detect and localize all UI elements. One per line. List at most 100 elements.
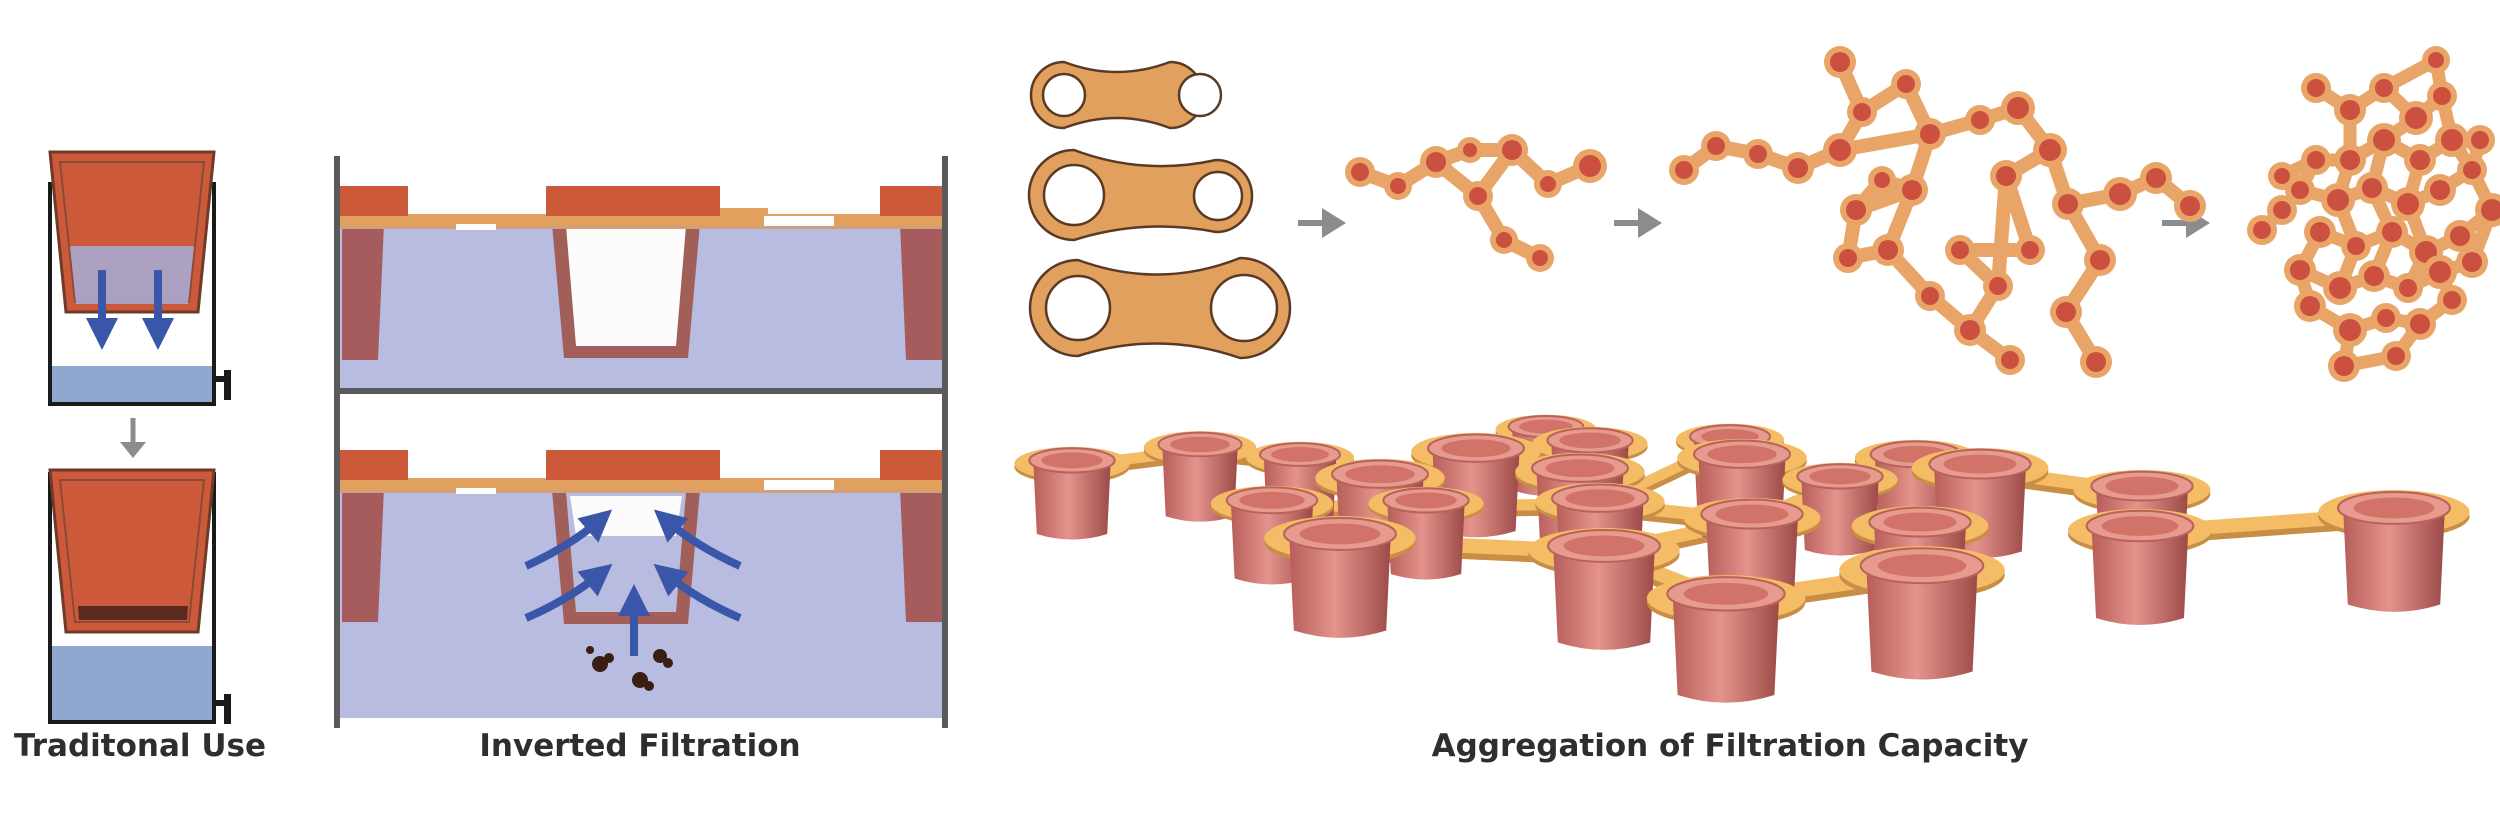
filter-cup-field xyxy=(1014,414,2470,703)
network-node xyxy=(1954,314,1986,346)
water-inside-pot xyxy=(70,246,194,304)
network-node xyxy=(2084,244,2116,276)
network-node xyxy=(1573,149,1607,183)
network-node xyxy=(1496,134,1528,166)
collected-water xyxy=(50,646,214,722)
network-node xyxy=(1891,69,1921,99)
network-node xyxy=(2367,123,2401,157)
network-dense xyxy=(2247,46,2500,382)
network-node xyxy=(1914,118,1946,150)
network-node xyxy=(1701,131,1731,161)
traditional-use-panel xyxy=(48,150,231,724)
network-node xyxy=(2369,73,2399,103)
network-node xyxy=(2399,101,2433,135)
network-node xyxy=(1743,139,1773,169)
network-node xyxy=(2341,231,2371,261)
network-node xyxy=(1669,155,1699,185)
network-node xyxy=(2103,177,2137,211)
traditional-container-bottom xyxy=(48,468,231,724)
network-node xyxy=(2423,255,2457,289)
filter-cup xyxy=(1528,528,1680,650)
network-node xyxy=(2015,235,2045,265)
caption-traditional-use: Traditonal Use xyxy=(14,728,266,764)
network-node xyxy=(2437,285,2467,315)
sediment-particles xyxy=(586,646,673,691)
network-large xyxy=(1669,46,2206,378)
network-small xyxy=(1345,134,1607,272)
plate-ring xyxy=(340,478,942,492)
network-node xyxy=(2294,290,2326,322)
network-node xyxy=(2140,162,2172,194)
network-node xyxy=(1847,97,1877,127)
network-node xyxy=(1995,345,2025,375)
network-node xyxy=(2033,133,2067,167)
network-node xyxy=(2427,81,2457,111)
network-node xyxy=(2050,296,2082,328)
network-node xyxy=(1983,271,2013,301)
inverted-frame-top xyxy=(340,186,942,388)
filter-cup xyxy=(2318,490,2470,612)
network-link xyxy=(1991,169,2013,293)
network-node xyxy=(2268,162,2296,190)
network-node xyxy=(2422,46,2450,74)
network-node xyxy=(1384,172,1412,200)
network-node xyxy=(1534,170,1562,198)
network-links xyxy=(1677,55,2197,369)
network-node xyxy=(2333,313,2367,347)
network-node xyxy=(2052,188,2084,220)
network-node xyxy=(1965,105,1995,135)
network-node xyxy=(2301,73,2331,103)
network-node xyxy=(2001,91,2035,125)
traditional-container-top xyxy=(48,150,231,406)
network-node xyxy=(2456,246,2488,278)
flow-arrow-icon xyxy=(653,563,742,622)
filter-cup xyxy=(1411,432,1541,538)
network-node xyxy=(2435,123,2469,157)
filter-cup xyxy=(1264,516,1416,638)
network-node xyxy=(2391,187,2425,221)
network-node xyxy=(1945,235,1975,265)
filter-cup xyxy=(1014,446,1130,540)
network-node xyxy=(2334,144,2366,176)
inverted-frame-outline xyxy=(334,156,948,728)
network-node xyxy=(2301,145,2331,175)
network-node xyxy=(1782,152,1814,184)
container-outline xyxy=(48,472,216,724)
sediment-layer xyxy=(78,606,188,620)
caption-aggregation: Aggregation of Filtration Capacity xyxy=(1431,728,2029,764)
network-node xyxy=(1823,133,1857,167)
network-node xyxy=(2371,303,2401,333)
container-outline xyxy=(48,182,216,406)
right-arrow-icon xyxy=(1298,208,1346,238)
spout-icon xyxy=(214,700,226,706)
network-node xyxy=(2404,308,2436,340)
filter-cup xyxy=(2068,509,2212,625)
network-node xyxy=(2393,273,2423,303)
terracotta-filter-pot xyxy=(48,468,216,634)
network-node xyxy=(2404,144,2436,176)
network-node xyxy=(2304,216,2336,248)
network-node xyxy=(1526,244,1554,272)
network-node xyxy=(1345,157,1375,187)
plate-unit-large xyxy=(1028,256,1292,360)
network-node xyxy=(2323,271,2357,305)
network-node xyxy=(2080,346,2112,378)
filter-cup xyxy=(1246,441,1354,529)
network-node xyxy=(2174,190,2206,222)
network-node xyxy=(1463,181,1493,211)
collected-water xyxy=(50,366,214,404)
network-node xyxy=(2376,216,2408,248)
network-node xyxy=(1872,234,1904,266)
network-node xyxy=(2465,125,2495,155)
right-arrow-icon xyxy=(1614,208,1662,238)
network-node xyxy=(1833,243,1863,273)
network-node xyxy=(1868,166,1896,194)
network-node xyxy=(2457,155,2487,185)
network-node xyxy=(2358,260,2390,292)
network-node xyxy=(2267,195,2297,225)
network-node xyxy=(2356,172,2388,204)
network-node xyxy=(1457,137,1483,163)
plate-unit-small xyxy=(1029,60,1223,130)
filter-cup xyxy=(1911,447,2049,559)
